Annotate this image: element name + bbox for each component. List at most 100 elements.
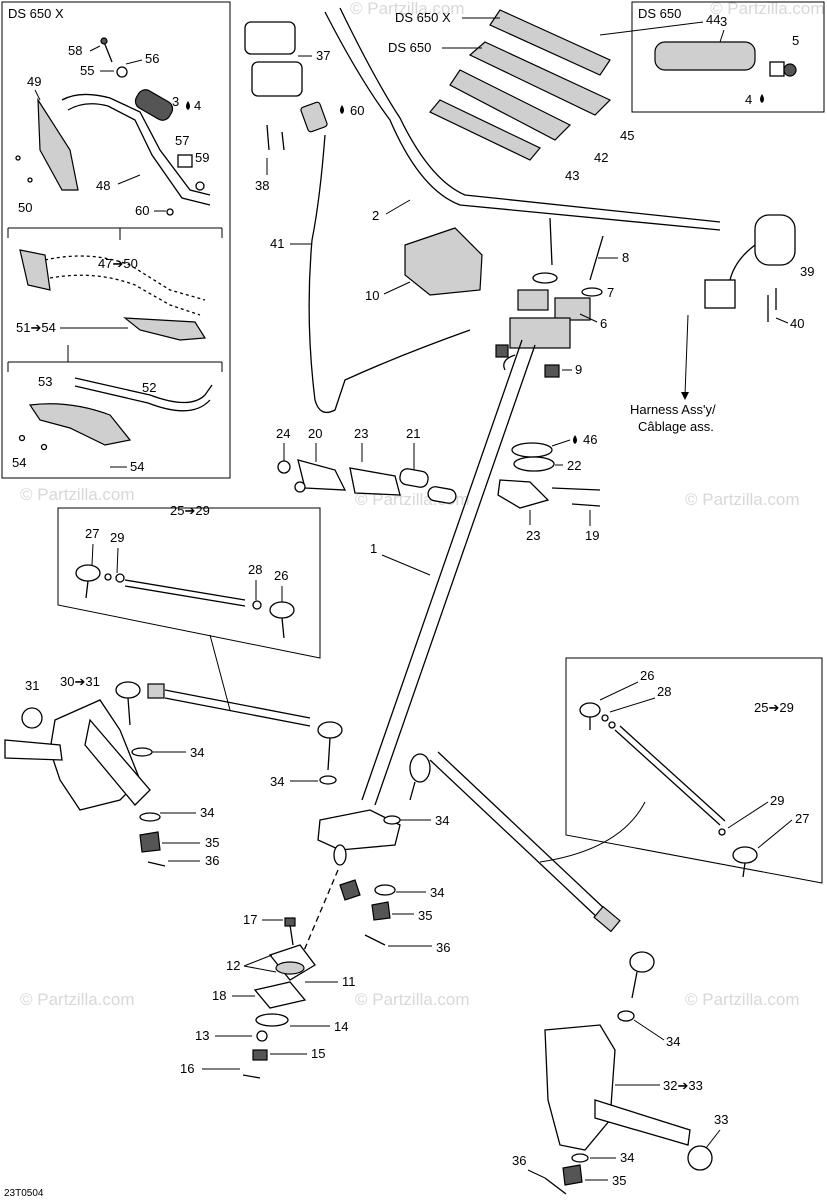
screw: [27, 177, 33, 183]
oil-drop-icon: [340, 105, 344, 114]
harness-label: Harness Ass'y/: [630, 402, 716, 417]
handguard-shield: [37, 97, 79, 191]
tie-rod: [614, 729, 721, 826]
bolt-head: [284, 917, 296, 927]
washer: [139, 812, 161, 822]
callout-19: 19: [585, 528, 599, 543]
callout-23: 23: [526, 528, 540, 543]
callout-28: 28: [657, 684, 671, 699]
callout-3: 3: [720, 14, 727, 29]
arrow-icon: [681, 392, 689, 400]
cotter-pin: [147, 861, 166, 867]
jam-nut: [593, 905, 621, 933]
leader: [551, 439, 571, 447]
handguard-bar: [61, 93, 211, 196]
nut: [139, 831, 161, 853]
throttle-housing: [251, 61, 303, 97]
washer: [617, 1010, 635, 1022]
callout-26: 26: [274, 568, 288, 583]
callout-28: 28: [248, 562, 262, 577]
callout-35: 35: [612, 1173, 626, 1188]
nut: [562, 1164, 583, 1186]
spindle: [594, 1099, 691, 1146]
model-label-ds650x: DS 650 X: [8, 6, 64, 21]
callout-5: 5: [792, 33, 799, 48]
leader: [89, 45, 101, 52]
harness-arrow: [684, 314, 689, 396]
leader: [757, 819, 793, 849]
leader: [719, 29, 725, 43]
callout-57: 57: [175, 133, 189, 148]
callout-55: 55: [80, 63, 94, 78]
watermarks: © Partzilla.com © Partzilla.com © Partzi…: [20, 0, 825, 1009]
callout-18: 18: [212, 988, 226, 1003]
callout-38: 38: [255, 178, 269, 193]
linkage-group: 24 20 23 21 23 19 46 22: [276, 426, 601, 543]
nut: [608, 721, 616, 729]
spacer: [21, 707, 43, 729]
model-label-ds650x: DS 650 X: [395, 10, 451, 25]
bolt: [551, 487, 601, 491]
diagram-code: 23T0504: [4, 1188, 44, 1199]
o-ring: [513, 456, 555, 472]
tie-rod-end: [75, 564, 101, 582]
callout-27: 27: [85, 526, 99, 541]
pitman-arm: [317, 809, 401, 851]
tie-rod-stud: [281, 617, 285, 639]
callout-12: 12: [226, 958, 240, 973]
tie-rod: [124, 579, 246, 601]
tie-rod: [164, 689, 311, 719]
leader: [125, 59, 143, 65]
leader: [209, 634, 231, 711]
callout-33: 33: [714, 1112, 728, 1127]
leader: [599, 681, 639, 701]
oil-drop-icon: [573, 435, 577, 444]
inset-frame: [57, 507, 321, 659]
clamp: [177, 154, 193, 168]
throttle-cable: [308, 134, 471, 414]
callout-2: 2: [372, 208, 379, 223]
grip-inset: DS 650 3 5 4: [631, 1, 825, 113]
watermark: © Partzilla.com: [350, 0, 465, 18]
callout-24: 24: [276, 426, 290, 441]
model-label-ds650: DS 650: [388, 40, 431, 55]
clamp-bolt: [549, 217, 553, 266]
nut: [252, 600, 262, 610]
tie-rod-end: [579, 702, 601, 718]
callout-49: 49: [27, 74, 41, 89]
callout-35: 35: [205, 835, 219, 850]
range-32-33: 32➔33: [663, 1078, 703, 1093]
range-30-31: 30➔31: [60, 674, 100, 689]
bolt: [571, 503, 601, 507]
callout-34: 34: [270, 774, 284, 789]
right-steering: 34 32➔33 33 34 35 36: [409, 751, 728, 1195]
callout-53: 53: [38, 374, 52, 389]
tie-rod-stud: [127, 697, 131, 726]
callout-41: 41: [270, 236, 284, 251]
washer: [256, 1030, 268, 1042]
steering-column-group: 1 17 12 11 18 14 13 15 16 3: [180, 339, 536, 1079]
leader: [34, 89, 41, 101]
engine-switch: [754, 214, 796, 266]
callout-44: 44: [706, 12, 720, 27]
callout-34: 34: [200, 805, 214, 820]
clamp-bolt: [589, 235, 604, 281]
watermark: © Partzilla.com: [710, 0, 825, 18]
guard-outline: [49, 274, 201, 316]
tie-rod: [619, 725, 726, 822]
callout-29: 29: [110, 530, 124, 545]
tie-rod-stud: [85, 580, 89, 599]
steering-column: [361, 339, 523, 801]
washer: [255, 1013, 289, 1027]
nut: [166, 208, 174, 216]
pad: [449, 69, 572, 141]
callout-34: 34: [620, 1150, 634, 1165]
cotter-pin: [364, 934, 386, 946]
range-51-54: 51➔54: [16, 320, 56, 335]
left-steering: 30➔31 31 34 34 35 36 34: [4, 674, 343, 868]
nut: [718, 828, 726, 836]
callout-35: 35: [418, 908, 432, 923]
grip: [134, 89, 174, 121]
screw: [15, 155, 21, 161]
tie-rod-end: [409, 753, 431, 783]
